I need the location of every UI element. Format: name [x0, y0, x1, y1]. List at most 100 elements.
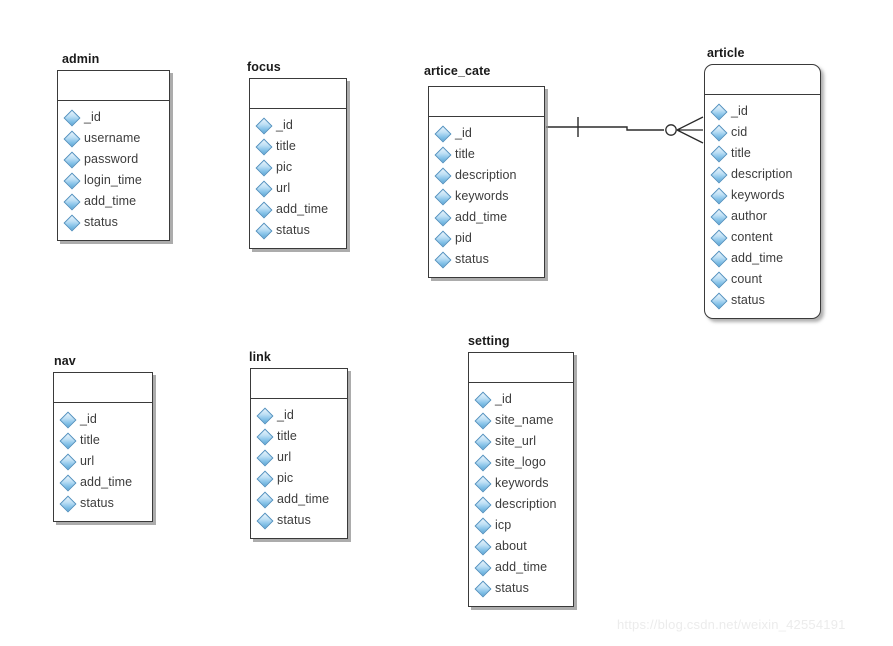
diamond-attribute-icon: [474, 496, 492, 513]
field-row[interactable]: _id: [58, 107, 169, 128]
field-row[interactable]: keywords: [429, 186, 544, 207]
entity-nav[interactable]: nav: [54, 354, 76, 370]
entity-link[interactable]: link: [249, 350, 271, 366]
field-row[interactable]: add_time: [251, 489, 347, 510]
field-row[interactable]: count: [705, 269, 820, 290]
field-row[interactable]: status: [429, 249, 544, 270]
field-row[interactable]: site_url: [469, 431, 573, 452]
field-row[interactable]: status: [705, 290, 820, 311]
field-row[interactable]: add_time: [58, 191, 169, 212]
diamond-attribute-icon: [710, 166, 728, 183]
field-row[interactable]: title: [251, 426, 347, 447]
diamond-attribute-icon: [59, 453, 77, 470]
field-row[interactable]: username: [58, 128, 169, 149]
diamond-attribute-icon: [434, 125, 452, 142]
field-label: status: [731, 293, 765, 307]
field-row[interactable]: author: [705, 206, 820, 227]
entity-setting[interactable]: setting: [468, 334, 510, 350]
field-row[interactable]: pid: [429, 228, 544, 249]
diamond-attribute-icon: [474, 391, 492, 408]
field-row[interactable]: add_time: [705, 248, 820, 269]
field-row[interactable]: url: [250, 178, 346, 199]
field-row[interactable]: keywords: [469, 473, 573, 494]
field-row[interactable]: status: [58, 212, 169, 233]
field-label: keywords: [731, 188, 785, 202]
field-row[interactable]: url: [251, 447, 347, 468]
field-row[interactable]: cid: [705, 122, 820, 143]
entity-article[interactable]: article: [707, 46, 745, 62]
field-row[interactable]: pic: [251, 468, 347, 489]
diamond-attribute-icon: [256, 470, 274, 487]
field-label: pic: [277, 471, 294, 485]
field-row[interactable]: description: [469, 494, 573, 515]
entity-artice_cate[interactable]: artice_cate: [424, 64, 490, 80]
field-row[interactable]: add_time: [54, 472, 152, 493]
field-row[interactable]: url: [54, 451, 152, 472]
field-row[interactable]: about: [469, 536, 573, 557]
field-row[interactable]: keywords: [705, 185, 820, 206]
field-row[interactable]: status: [250, 220, 346, 241]
entity-header-artice_cate: [429, 87, 544, 117]
diamond-attribute-icon: [474, 433, 492, 450]
field-label: title: [731, 146, 751, 160]
field-row[interactable]: title: [54, 430, 152, 451]
field-row[interactable]: status: [251, 510, 347, 531]
field-label: about: [495, 539, 527, 553]
field-row[interactable]: status: [469, 578, 573, 599]
field-row[interactable]: _id: [705, 101, 820, 122]
field-label: _id: [731, 104, 748, 118]
field-row[interactable]: title: [429, 144, 544, 165]
field-row[interactable]: add_time: [429, 207, 544, 228]
entity-focus[interactable]: focus: [247, 60, 281, 76]
entity-header-nav: [54, 373, 152, 403]
field-row[interactable]: site_name: [469, 410, 573, 431]
field-row[interactable]: status: [54, 493, 152, 514]
field-row[interactable]: password: [58, 149, 169, 170]
field-row[interactable]: icp: [469, 515, 573, 536]
field-row[interactable]: login_time: [58, 170, 169, 191]
diamond-attribute-icon: [710, 124, 728, 141]
field-label: add_time: [731, 251, 784, 265]
field-row[interactable]: _id: [429, 123, 544, 144]
diamond-attribute-icon: [710, 103, 728, 120]
field-row[interactable]: description: [429, 165, 544, 186]
field-row[interactable]: _id: [54, 409, 152, 430]
field-label: add_time: [80, 475, 133, 489]
field-row[interactable]: _id: [250, 115, 346, 136]
field-row[interactable]: pic: [250, 157, 346, 178]
field-label: site_name: [495, 413, 554, 427]
field-row[interactable]: content: [705, 227, 820, 248]
field-row[interactable]: _id: [469, 389, 573, 410]
field-label: status: [277, 513, 311, 527]
diamond-attribute-icon: [474, 580, 492, 597]
diamond-attribute-icon: [256, 428, 274, 445]
field-label: status: [276, 223, 310, 237]
field-label: pid: [455, 231, 472, 245]
field-row[interactable]: add_time: [250, 199, 346, 220]
field-label: status: [84, 215, 118, 229]
field-row[interactable]: title: [705, 143, 820, 164]
diamond-attribute-icon: [256, 491, 274, 508]
field-label: _id: [276, 118, 293, 132]
field-row[interactable]: description: [705, 164, 820, 185]
field-row[interactable]: add_time: [469, 557, 573, 578]
cardinality-zero-circle: [665, 124, 677, 136]
field-label: pic: [276, 160, 293, 174]
field-label: _id: [84, 110, 101, 124]
field-row[interactable]: site_logo: [469, 452, 573, 473]
entity-title-admin: admin: [62, 52, 100, 66]
field-label: description: [455, 168, 517, 182]
field-row[interactable]: _id: [251, 405, 347, 426]
diamond-attribute-icon: [59, 474, 77, 491]
entity-admin[interactable]: admin: [62, 52, 99, 68]
field-row[interactable]: title: [250, 136, 346, 157]
field-label: status: [455, 252, 489, 266]
